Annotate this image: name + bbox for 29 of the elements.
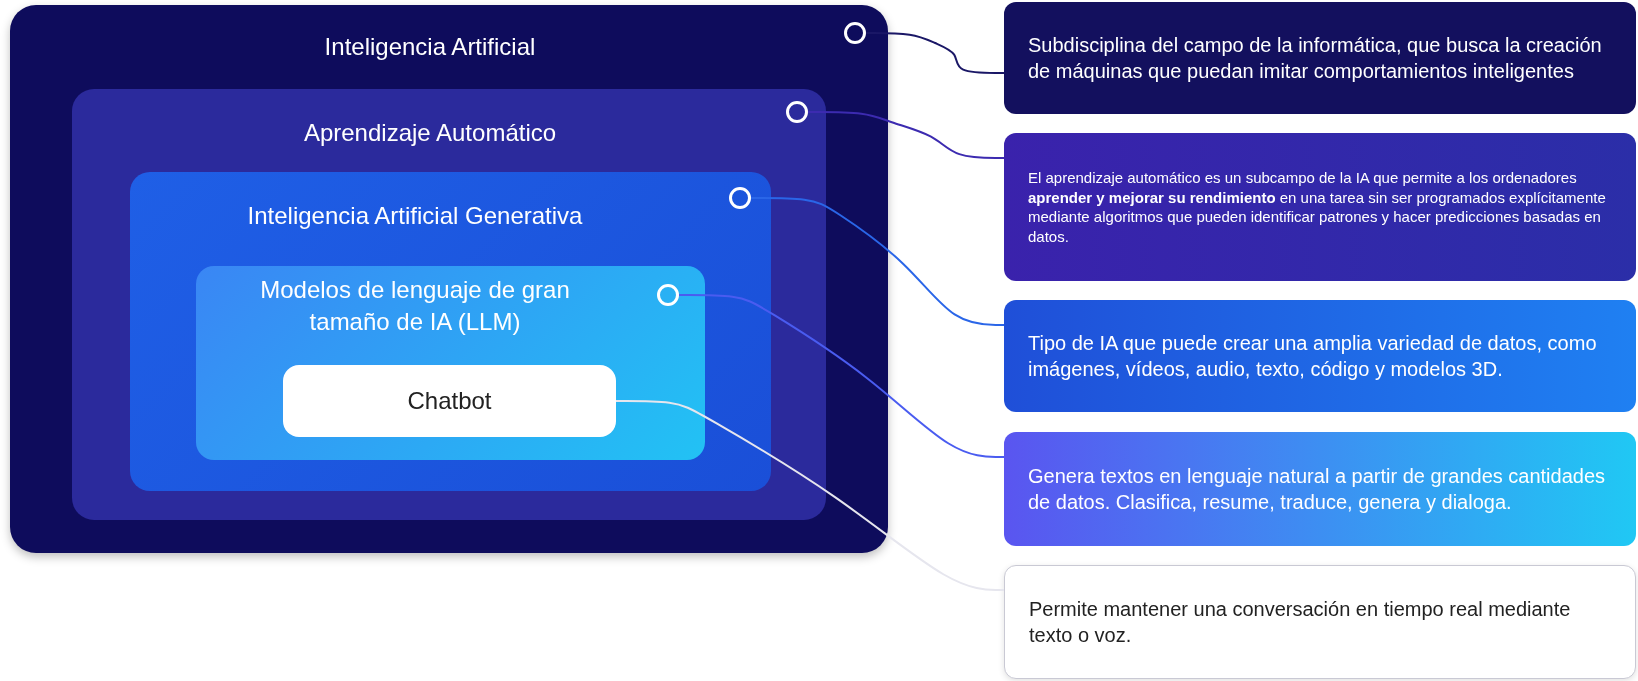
description-text: Permite mantener una conversación en tiempo real mediante texto o voz.	[1029, 597, 1572, 648]
connector-line	[750, 197, 1005, 326]
layer-title: Aprendizaje Automático	[302, 118, 558, 148]
box-label: Chatbot	[406, 386, 493, 416]
description-card	[1004, 565, 1636, 679]
description-card	[1004, 2, 1636, 114]
layer-title: Modelos de lenguaje de gran tamaño de IA (LLM)	[259, 275, 571, 338]
description-text: El aprendizaje automático es un subcampo de la IA que permite a los ordenadores aprender y mejorar su rendimiento en una tarea sin ser programados explícitamente mediante algoritmos que pueden identificar patrones y hacer predicciones basadas en datos.	[1028, 168, 1607, 246]
layer-title: Inteligencia Artificial Generativa	[246, 201, 584, 231]
description-text: Genera textos en lenguaje natural a partir de grandes cantidades de datos. Clasifica, resume, traduce, genera y dialoga.	[1028, 464, 1607, 515]
ring-marker	[844, 22, 866, 44]
description-text: Subdisciplina del campo de la informática, que busca la creación de máquinas que puedan imitar comportamientos inteligentes	[1028, 33, 1603, 84]
description-card	[1004, 300, 1636, 412]
outer-panel	[10, 5, 888, 553]
nested-panel	[196, 266, 705, 460]
description-card	[1004, 133, 1636, 281]
ring-marker	[657, 284, 679, 306]
connector-line	[678, 294, 1005, 458]
nested-panel	[72, 89, 826, 520]
connector-line	[615, 400, 1005, 591]
nested-panel	[130, 172, 771, 491]
ring-marker	[729, 187, 751, 209]
description-card	[1004, 432, 1636, 546]
description-text: Tipo de IA que puede crear una amplia variedad de datos, como imágenes, vídeos, audio, texto, código y modelos 3D.	[1028, 331, 1598, 382]
layer-title: Inteligencia Artificial	[323, 32, 537, 62]
connector-line	[865, 32, 1005, 74]
ring-marker	[786, 101, 808, 123]
connector-line	[807, 111, 1005, 159]
chatbot-box	[283, 365, 616, 437]
